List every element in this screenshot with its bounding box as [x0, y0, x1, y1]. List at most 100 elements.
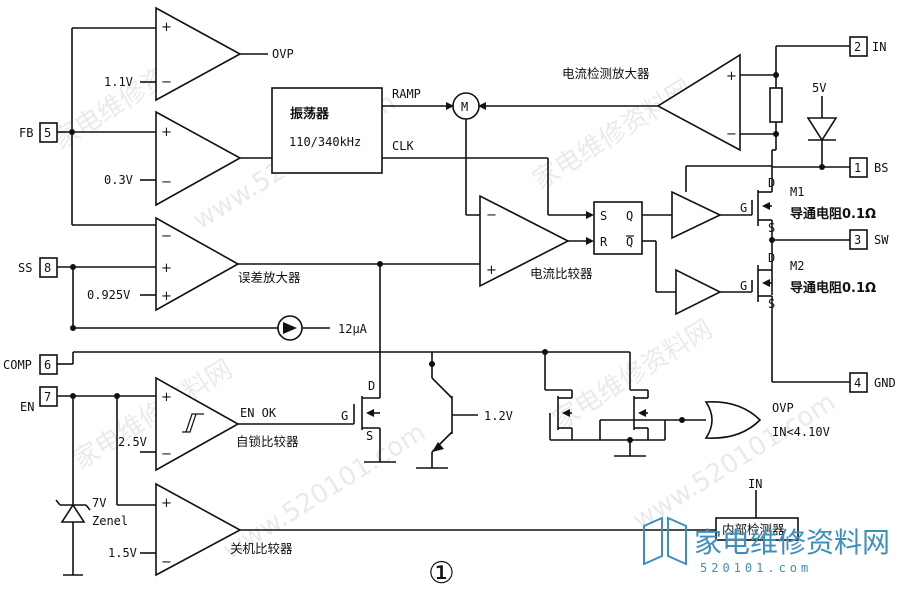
ref-0v3: 0.3V	[104, 173, 133, 187]
or-input-in: IN<4.10V	[772, 425, 830, 439]
latch-comparator: + − EN OK 自锁比较器 2.5V	[118, 376, 354, 472]
shutdown-comp-label: 关机比较器	[230, 541, 293, 556]
high-side-driver	[671, 165, 772, 240]
svg-text:−: −	[161, 175, 172, 190]
m1-label: M1	[790, 185, 804, 199]
pin-number: 4	[854, 376, 861, 390]
site-logo: 家电维修资料网 520101.com	[643, 516, 890, 575]
svg-text:+: +	[161, 496, 172, 511]
pin-label: FB	[19, 126, 33, 140]
zener-diode: 7V Zenel	[55, 496, 128, 576]
svg-text:R: R	[600, 235, 608, 249]
internal-detector-label: 内部检测器	[722, 522, 785, 537]
internal-detector: 内部检测器 IN	[715, 477, 799, 541]
m1-resistance: 导通电阻0.1Ω	[790, 206, 876, 222]
sr-latch: S R Q Q	[593, 201, 676, 293]
latch-comp-label: 自锁比较器	[236, 434, 299, 449]
svg-text:S: S	[768, 297, 775, 311]
fb-undervoltage-comparator: + − 0.3V	[104, 110, 272, 207]
pin-label: GND	[874, 376, 896, 390]
pin-number: 7	[44, 390, 51, 404]
summing-node: M	[452, 92, 658, 216]
current-comp-label: 电流比较器	[530, 266, 593, 281]
osc-frequency: 110/340kHz	[289, 135, 361, 149]
current-sense-amplifier: + − 电流检测放大器	[562, 45, 850, 152]
bootstrap-diode: 5V	[772, 81, 850, 170]
current-comparator: − + 电流比较器	[479, 194, 594, 288]
pin-label: IN	[872, 40, 886, 54]
ref-1v5: 1.5V	[108, 546, 137, 560]
svg-text:D: D	[768, 251, 775, 265]
comp-pulldown-mosfets	[542, 349, 706, 457]
error-amp-label: 误差放大器	[238, 270, 301, 285]
pin-number: 3	[854, 233, 861, 247]
oscillator: 振荡器 110/340kHz RAMP CLK	[271, 87, 594, 219]
pin-label: COMP	[3, 358, 32, 372]
svg-text:−: −	[161, 555, 172, 570]
pin-bs: 1 BS	[849, 157, 888, 178]
svg-text:S: S	[366, 429, 373, 443]
svg-text:+: +	[161, 261, 172, 276]
clk-label: CLK	[392, 139, 414, 153]
pin-label: EN	[20, 400, 34, 414]
ref-1v1: 1.1V	[104, 75, 133, 89]
zener-label: Zenel	[92, 514, 128, 528]
svg-text:G: G	[740, 201, 747, 215]
pin-number: 5	[44, 126, 51, 140]
current-source-label: 12μA	[338, 322, 368, 336]
watermark-text: 家电维修资料网	[548, 314, 718, 436]
svg-text:+: +	[161, 390, 172, 405]
pin-number: 1	[854, 161, 861, 175]
svg-text:D: D	[368, 379, 375, 393]
svg-text:−: −	[161, 447, 172, 462]
svg-text:+: +	[726, 69, 737, 84]
svg-text:−: −	[161, 75, 172, 90]
svg-text:S: S	[600, 209, 607, 223]
svg-text:+: +	[161, 20, 172, 35]
logo-url: 520101.com	[700, 561, 812, 575]
svg-text:G: G	[740, 279, 747, 293]
svg-text:−: −	[486, 208, 497, 223]
v12-label: 1.2V	[484, 409, 513, 423]
svg-text:+: +	[161, 125, 172, 140]
sw-node	[769, 237, 850, 243]
pin-fb: 5 FB	[19, 122, 58, 143]
pin-ss: 8 SS	[18, 257, 58, 278]
ramp-label: RAMP	[392, 87, 421, 101]
svg-text:Q: Q	[626, 209, 633, 223]
pin-sw: 3 SW	[849, 229, 889, 250]
mixer-label: M	[461, 100, 468, 114]
ovp-comparator: + − OVP 1.1V	[104, 6, 294, 102]
m1-mosfet: G D S M1 导通电阻0.1Ω	[740, 150, 876, 295]
pin-label: SW	[874, 233, 889, 247]
pin-number: 6	[44, 358, 51, 372]
svg-text:Q: Q	[626, 235, 633, 249]
ref-0v925: 0.925V	[87, 288, 130, 302]
v5-label: 5V	[812, 81, 826, 95]
clamp-transistor: 1.2V	[416, 352, 513, 469]
svg-text:G: G	[341, 409, 348, 423]
current-source-12ua: 12μA	[277, 315, 368, 341]
osc-title: 振荡器	[290, 106, 330, 122]
svg-text:D: D	[768, 176, 775, 190]
m2-mosfet: G D S M2 导通电阻0.1Ω	[740, 251, 876, 383]
ovp-label: OVP	[272, 47, 294, 61]
zener-voltage: 7V	[92, 496, 106, 510]
pin-number: 2	[854, 40, 861, 54]
m2-resistance: 导通电阻0.1Ω	[790, 280, 876, 296]
low-side-driver	[675, 268, 752, 316]
svg-text:+: +	[486, 263, 497, 278]
watermark-text: 家电维修资料网	[528, 74, 698, 196]
shunt-resistor	[769, 87, 783, 123]
svg-text:−: −	[161, 229, 172, 244]
pin-comp: 6 COMP	[3, 354, 58, 375]
input-wiring	[57, 27, 631, 575]
shutdown-comparator: + − 1.5V 关机比较器	[108, 482, 716, 577]
ss-discharge-mosfet: D G S	[341, 264, 396, 463]
m2-label: M2	[790, 259, 804, 273]
or-input-ovp: OVP	[772, 401, 794, 415]
pin-en: 7 EN	[20, 386, 58, 414]
current-sense-label: 电流检测放大器	[562, 66, 650, 81]
svg-text:S: S	[768, 221, 775, 235]
